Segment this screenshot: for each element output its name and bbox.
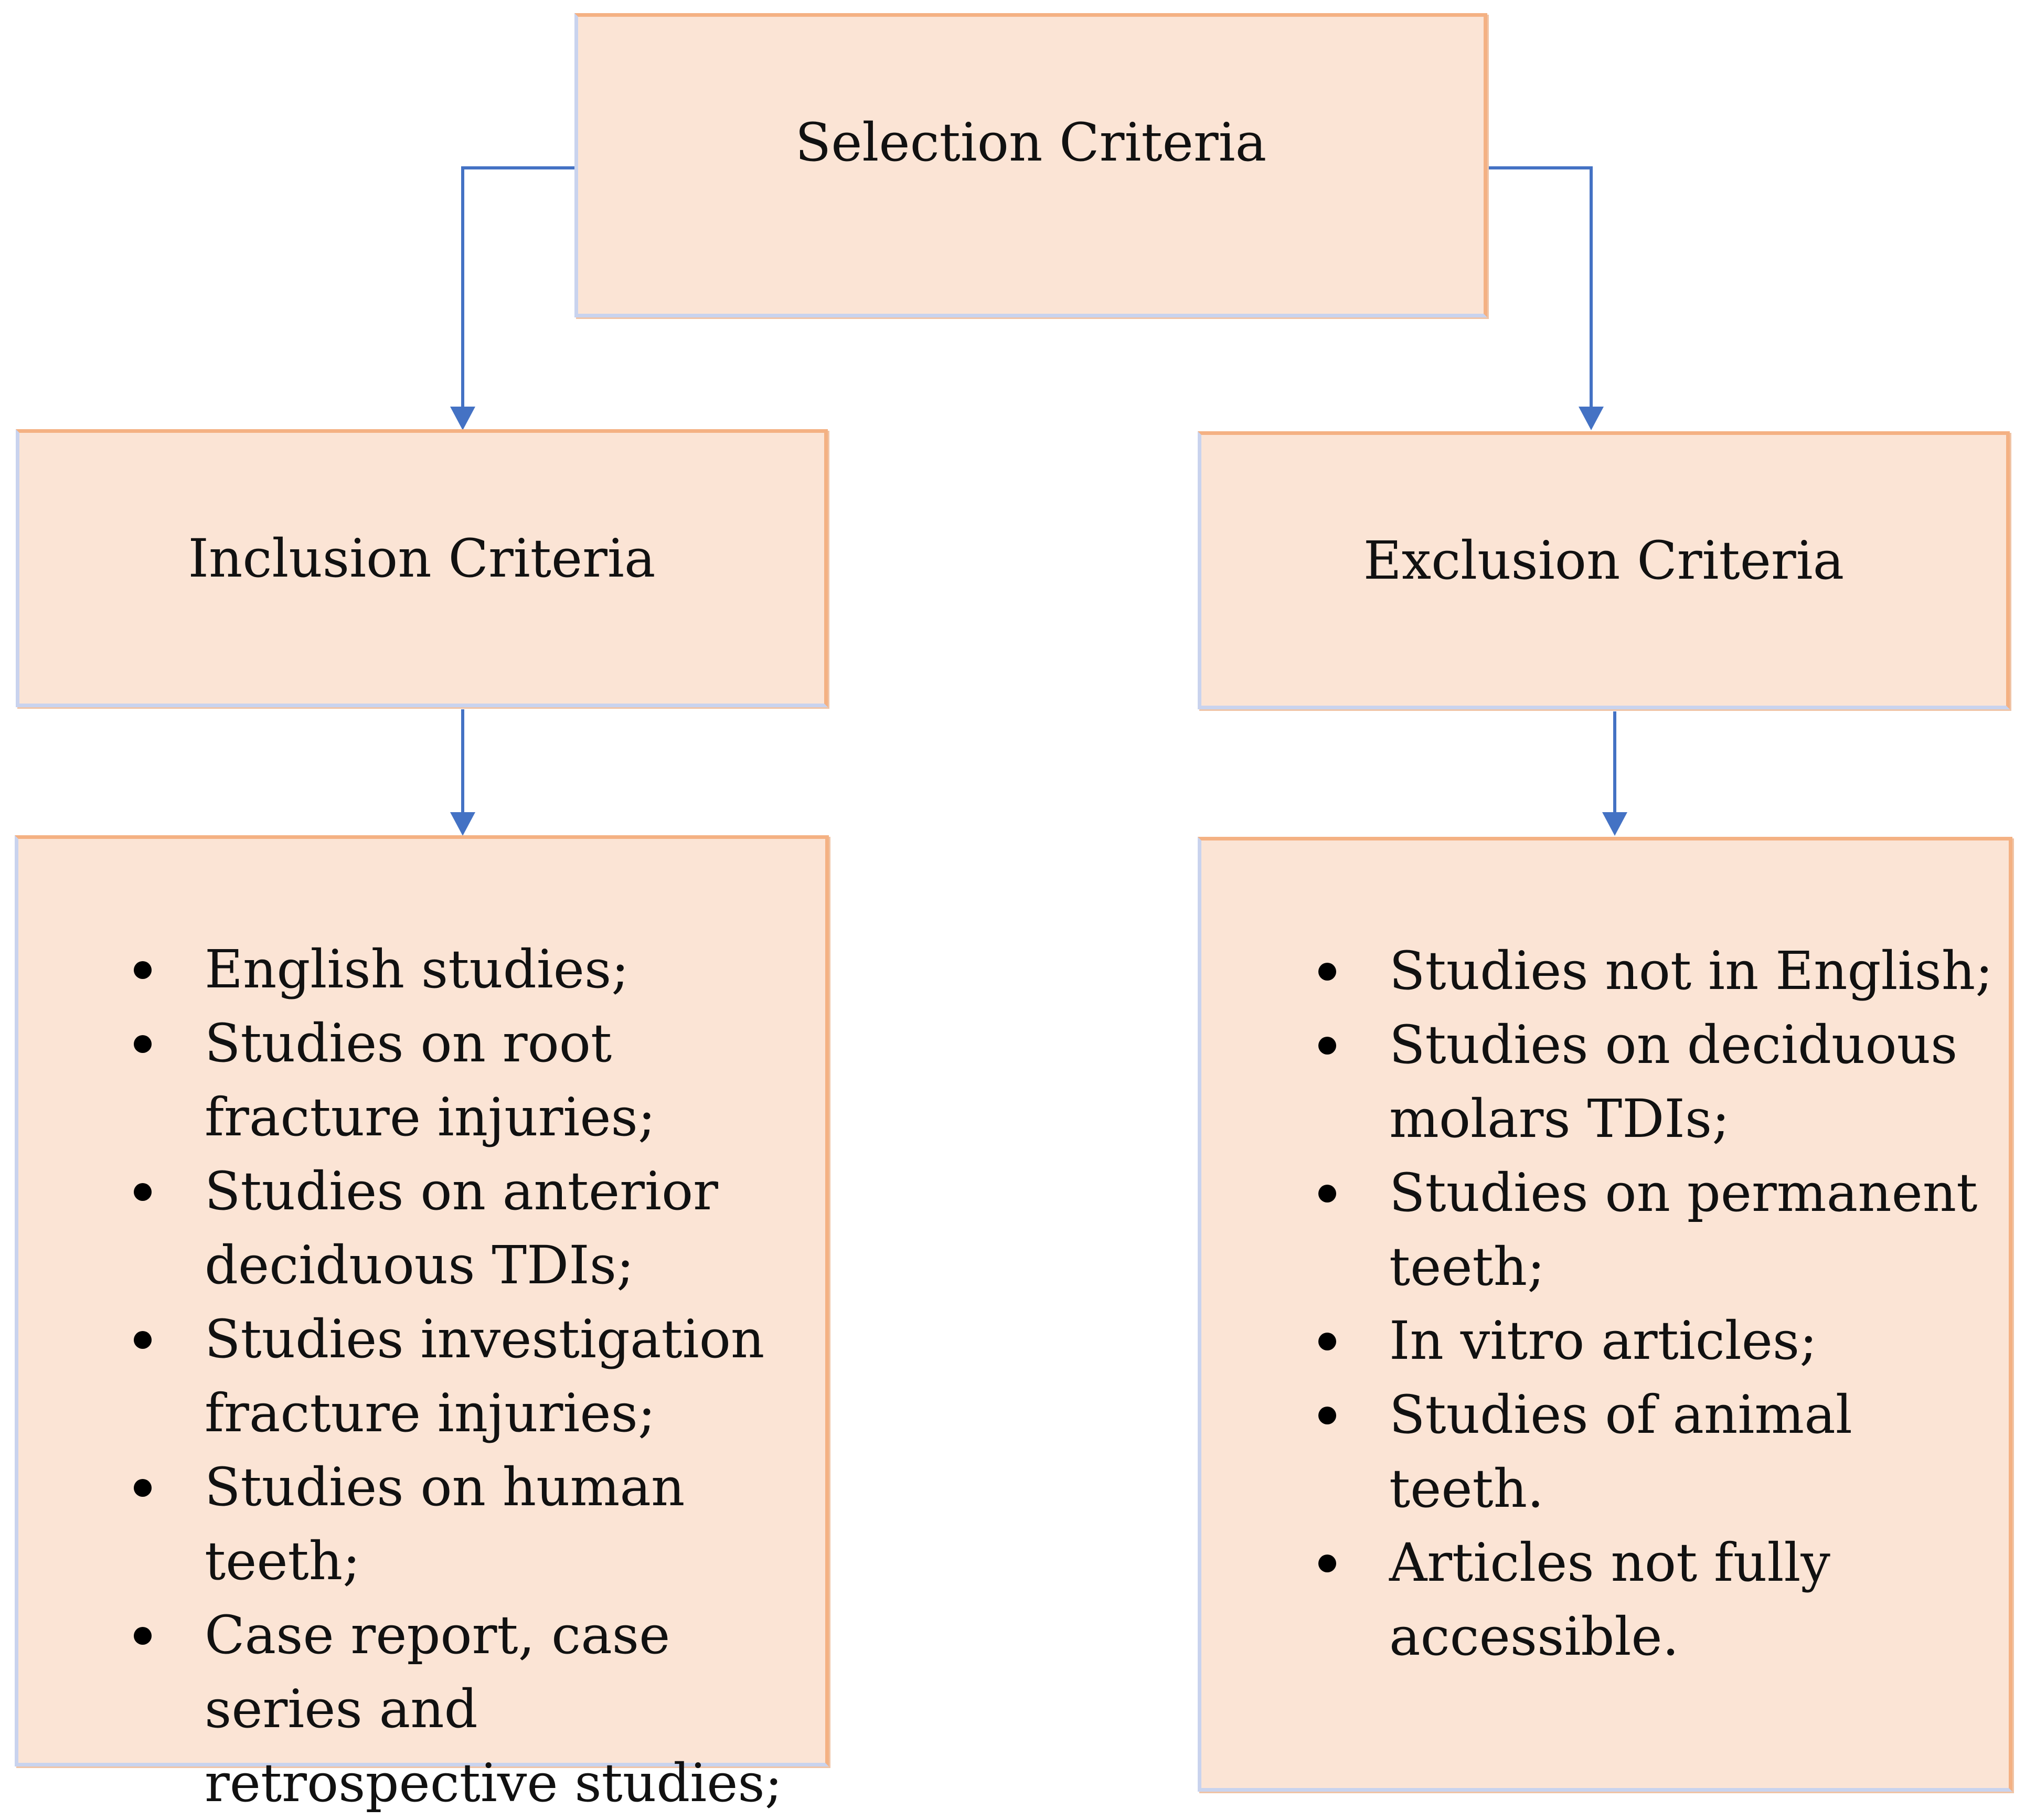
selection-criteria-box: Selection Criteria [574, 13, 1487, 317]
bullet-icon [1318, 1185, 1336, 1202]
list-item-text: Studies of animal teeth. [1389, 1384, 1852, 1519]
list-item: Studies not in English; [1318, 934, 2008, 1008]
list-item: Studies on deciduous molars TDIs; [1318, 1008, 2008, 1156]
inclusion-criteria-box: Inclusion Criteria [16, 429, 828, 707]
list-item-text: In vitro articles; [1389, 1310, 1817, 1371]
bullet-icon [1318, 1407, 1336, 1424]
list-item-text: Studies on deciduous molars TDIs; [1389, 1014, 1958, 1150]
bullet-icon [134, 961, 152, 979]
list-item: Studies of animal teeth. [1318, 1378, 2008, 1526]
list-item: Studies on human teeth; [134, 1450, 824, 1598]
bullet-icon [134, 1035, 152, 1053]
bullet-icon [1318, 963, 1336, 981]
list-item-text: Studies investigation fracture injuries; [205, 1308, 765, 1444]
arrowhead-inclusion-list [450, 812, 475, 836]
selection-criteria-title: Selection Criteria [795, 112, 1267, 173]
list-item-text: Articles not fully accessible. [1389, 1532, 1830, 1667]
connector-selection-to-exclusion [1487, 166, 1593, 409]
list-item-text: Studies not in English; [1389, 940, 1993, 1002]
list-item: Articles not fully accessible. [1318, 1526, 2008, 1674]
list-item: Studies investigation fracture injuries; [134, 1302, 824, 1450]
list-item-text: Studies on permanent teeth; [1389, 1162, 1978, 1297]
list-item: Case report, case series and retrospecti… [134, 1598, 824, 1820]
arrowhead-exclusion [1579, 407, 1604, 430]
exclusion-criteria-box: Exclusion Criteria [1198, 431, 2010, 709]
list-item: English studies; [134, 932, 824, 1006]
bullet-icon [134, 1183, 152, 1201]
list-item: Studies on permanent teeth; [1318, 1156, 2008, 1304]
bullet-icon [1318, 1333, 1336, 1350]
exclusion-criteria-title: Exclusion Criteria [1363, 530, 1845, 591]
list-item: In vitro articles; [1318, 1304, 2008, 1378]
list-item: Studies on anterior deciduous TDIs; [134, 1154, 824, 1302]
exclusion-criteria-list: Studies not in English; Studies on decid… [1318, 934, 2008, 1674]
arrowhead-inclusion [450, 407, 475, 430]
list-item-text: Studies on root fracture injuries; [205, 1013, 656, 1148]
inclusion-criteria-title: Inclusion Criteria [188, 528, 656, 589]
bullet-icon [134, 1331, 152, 1349]
inclusion-criteria-list: English studies; Studies on root fractur… [134, 932, 824, 1820]
connector-selection-to-inclusion [461, 166, 574, 409]
bullet-icon [1318, 1037, 1336, 1055]
bullet-icon [134, 1627, 152, 1645]
exclusion-criteria-list-box: Studies not in English; Studies on decid… [1198, 837, 2012, 1792]
bullet-icon [134, 1479, 152, 1497]
arrowhead-exclusion-list [1602, 812, 1627, 836]
list-item: Studies on root fracture injuries; [134, 1006, 824, 1154]
list-item-text: Case report, case series and retrospecti… [205, 1604, 783, 1814]
list-item-text: English studies; [205, 939, 629, 1000]
list-item-text: Studies on human teeth; [205, 1456, 685, 1592]
list-item-text: Studies on anterior deciduous TDIs; [205, 1161, 718, 1296]
bullet-icon [1318, 1555, 1336, 1572]
inclusion-criteria-list-box: English studies; Studies on root fractur… [15, 835, 829, 1814]
